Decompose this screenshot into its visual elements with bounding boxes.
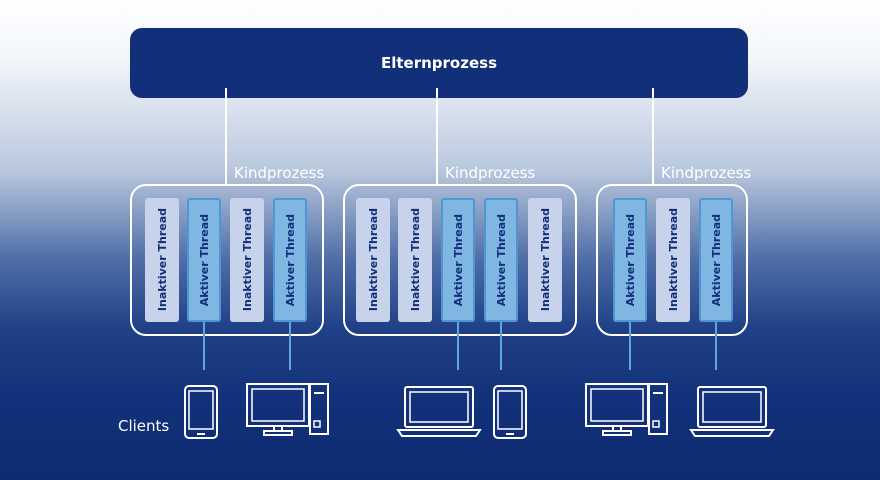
thread-active: Aktiver Thread [441,198,475,322]
parent-process-box: Elternprozess [130,28,748,98]
parent-process-label: Elternprozess [380,54,497,72]
client-connector [500,322,502,370]
thread-inactive: Inaktiver Thread [356,198,390,322]
thread-active: Aktiver Thread [187,198,221,322]
parent-link-3 [652,88,654,186]
parent-link-2 [436,88,438,186]
child-process-box-1 [130,184,324,336]
thread-inactive: Inaktiver Thread [528,198,562,322]
child-process-label-3: Kindprozess [661,164,752,182]
thread-active: Aktiver Thread [699,198,733,322]
client-connector [629,322,631,370]
client-connector [289,322,291,370]
child-process-box-2 [343,184,577,336]
child-process-label-2: Kindprozess [445,164,536,182]
tablet-icon [493,385,527,439]
thread-inactive: Inaktiver Thread [230,198,264,322]
thread-active: Aktiver Thread [273,198,307,322]
client-connector [203,322,205,370]
client-connector [457,322,459,370]
desktop-computer-icon [585,383,668,436]
parent-link-1 [225,88,227,186]
child-process-box-3 [596,184,748,336]
client-connector [715,322,717,370]
laptop-icon [396,386,482,437]
thread-active: Aktiver Thread [484,198,518,322]
thread-inactive: Inaktiver Thread [145,198,179,322]
child-process-label-1: Kindprozess [234,164,325,182]
clients-label: Clients [118,417,170,435]
tablet-icon [184,385,218,439]
laptop-icon [689,386,775,437]
thread-active: Aktiver Thread [613,198,647,322]
thread-inactive: Inaktiver Thread [398,198,432,322]
thread-inactive: Inaktiver Thread [656,198,690,322]
desktop-computer-icon [246,383,329,436]
